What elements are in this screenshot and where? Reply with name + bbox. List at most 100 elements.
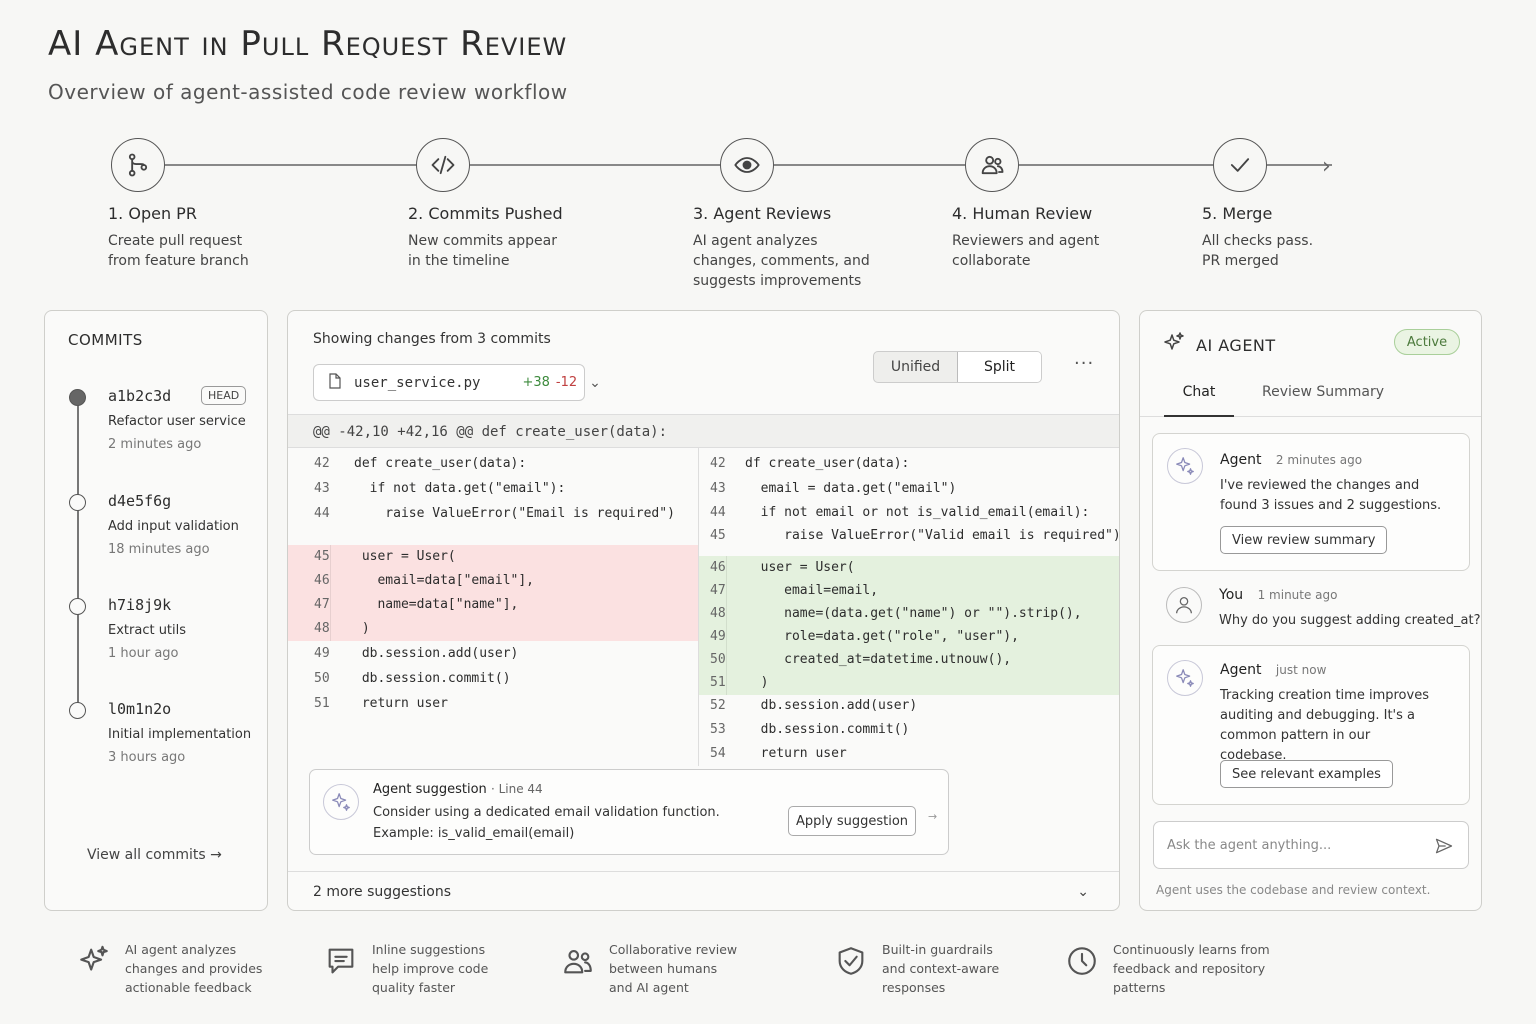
see-relevant-examples-button[interactable]: See relevant examples xyxy=(1220,760,1393,788)
workflow-steps: › 1. Open PR Create pull request from fe… xyxy=(0,138,1536,298)
agent-panel: AI AGENT Active Chat Review Summary Agen… xyxy=(1139,310,1482,911)
line-number: 47 xyxy=(314,593,331,617)
added-code-line: 46 user = User( xyxy=(699,556,1119,580)
commit-message: Initial implementation xyxy=(108,727,252,742)
removed-code-line: 45 user = User( xyxy=(288,545,698,569)
more-options-icon[interactable]: ··· xyxy=(1074,353,1095,374)
suggestion-line: · Line 44 xyxy=(490,782,543,796)
step-desc: AI agent analyzes changes, comments, and… xyxy=(693,233,870,289)
page-subtitle: Overview of agent-assisted code review w… xyxy=(48,80,568,104)
view-toggle: Unified Split xyxy=(873,351,1042,383)
eye-icon xyxy=(720,138,774,192)
commit-dot xyxy=(69,494,86,511)
step-title: 5. Merge xyxy=(1202,204,1273,223)
message-text: Why do you suggest adding created_at? xyxy=(1219,613,1481,628)
added-code-line: 47 email=email, xyxy=(699,579,1119,603)
agent-context-note: Agent uses the codebase and review conte… xyxy=(1156,883,1431,897)
workflow-arrow-icon: › xyxy=(1322,154,1331,179)
tab-chat[interactable]: Chat xyxy=(1164,371,1234,417)
code-line: 44 raise ValueError("Email is required") xyxy=(288,502,698,526)
message-author: Agent xyxy=(1220,662,1262,678)
code-line: 53 db.session.commit() xyxy=(699,718,1119,742)
line-number: 42 xyxy=(710,456,726,471)
message-time: just now xyxy=(1275,663,1327,677)
line-number: 42 xyxy=(314,456,330,471)
code-line: 54 return user xyxy=(699,742,1119,766)
suggestion-text: Consider using a dedicated email validat… xyxy=(373,805,720,820)
file-icon xyxy=(328,372,342,393)
chevron-down-icon: ⌄ xyxy=(589,374,601,391)
apply-suggestion-button[interactable]: Apply suggestion xyxy=(788,806,916,836)
step-human-review: 4. Human Review Reviewers and agent coll… xyxy=(952,138,1099,269)
chevron-down-icon: ⌄ xyxy=(1077,884,1089,900)
view-all-commits-link[interactable]: View all commits → xyxy=(87,847,222,863)
suggestion-title: Agent suggestion xyxy=(373,782,487,797)
code-line: 45 raise ValueError("Valid email is requ… xyxy=(699,524,1121,548)
arrow-right-icon[interactable]: → xyxy=(928,810,938,823)
commit-hash: h7i8j9k xyxy=(108,596,172,614)
code-text: ) xyxy=(354,621,370,636)
step-desc: Create pull request from feature branch xyxy=(108,233,249,269)
line-number: 53 xyxy=(710,722,726,737)
sparkle-icon xyxy=(1167,660,1203,696)
ask-agent-input[interactable]: Ask the agent anything... xyxy=(1153,821,1469,869)
code-text: raise ValueError("Email is required") xyxy=(354,506,675,521)
view-review-summary-button[interactable]: View review summary xyxy=(1220,526,1388,554)
code-text: name=data["name"], xyxy=(354,597,519,612)
more-suggestions-toggle[interactable]: 2 more suggestions ⌄ xyxy=(288,871,1119,911)
tab-review-summary[interactable]: Review Summary xyxy=(1262,384,1385,400)
code-line: 51 return user xyxy=(288,692,698,716)
step-desc: All checks pass. PR merged xyxy=(1202,233,1314,269)
send-icon[interactable] xyxy=(1434,836,1454,860)
commit-time: 3 hours ago xyxy=(108,750,186,765)
view-split-button[interactable]: Split xyxy=(957,352,1041,382)
code-text: def create_user(data): xyxy=(354,456,527,471)
commit-hash: l0m1n2o xyxy=(108,700,172,718)
feature-text: Collaborative review between humans and … xyxy=(609,942,738,995)
line-number: 50 xyxy=(710,648,727,672)
step-title: 3. Agent Reviews xyxy=(693,204,832,223)
line-number: 46 xyxy=(710,556,727,580)
commit-dot xyxy=(69,389,86,406)
ask-input-placeholder: Ask the agent anything... xyxy=(1167,837,1332,853)
code-line: 44 if not email or not is_valid_email(em… xyxy=(699,501,1119,525)
file-selector[interactable]: user_service.py +38 -12 ⌄ xyxy=(313,364,601,401)
code-text: created_at=datetime.utnouw(), xyxy=(745,652,1012,667)
commits-panel: COMMITS a1b2c3d HEAD Refactor user servi… xyxy=(44,310,268,911)
code-text: user = User( xyxy=(354,549,456,564)
code-text: email = data.get("email") xyxy=(745,481,957,496)
code-line: 43 email = data.get("email") xyxy=(699,477,1119,501)
step-agent-reviews: 3. Agent Reviews AI agent analyzes chang… xyxy=(693,138,870,289)
showing-changes-label: Showing changes from 3 commits xyxy=(313,331,551,347)
line-number: 47 xyxy=(710,579,727,603)
code-text: if not data.get("email"): xyxy=(354,481,566,496)
line-number: 49 xyxy=(710,625,727,649)
view-unified-button[interactable]: Unified xyxy=(890,359,941,375)
sparkle-icon xyxy=(1167,448,1203,484)
code-text: name=(data.get("name") or "").strip(), xyxy=(745,606,1082,621)
code-text: role=data.get("role", "user"), xyxy=(745,629,1019,644)
code-text: db.session.add(user) xyxy=(354,646,519,661)
commit-message: Refactor user service xyxy=(108,414,246,429)
line-number: 43 xyxy=(710,481,726,496)
line-number: 48 xyxy=(710,602,727,626)
line-number: 51 xyxy=(314,696,330,711)
code-text: return user xyxy=(354,696,448,711)
hunk-header: @@ -42,10 +42,16 @@ def create_user(data… xyxy=(288,414,1119,448)
clock-icon xyxy=(1068,947,1096,975)
commit-message: Extract utils xyxy=(108,623,187,638)
agent-suggestion-card: Agent suggestion · Line 44 Consider usin… xyxy=(309,769,949,855)
code-text: return user xyxy=(745,746,847,761)
code-text: db.session.commit() xyxy=(745,722,910,737)
added-code-line: 48 name=(data.get("name") or "").strip()… xyxy=(699,602,1119,626)
removed-code-line: 48 ) xyxy=(288,617,698,641)
step-merge: 5. Merge All checks pass. PR merged xyxy=(1202,138,1313,269)
commit-time: 18 minutes ago xyxy=(108,542,210,557)
sparkle-icon xyxy=(323,784,359,820)
commit-message: Add input validation xyxy=(108,519,239,534)
user-avatar-icon xyxy=(1166,587,1202,623)
commit-dot xyxy=(69,702,86,719)
line-number: 49 xyxy=(314,646,330,661)
